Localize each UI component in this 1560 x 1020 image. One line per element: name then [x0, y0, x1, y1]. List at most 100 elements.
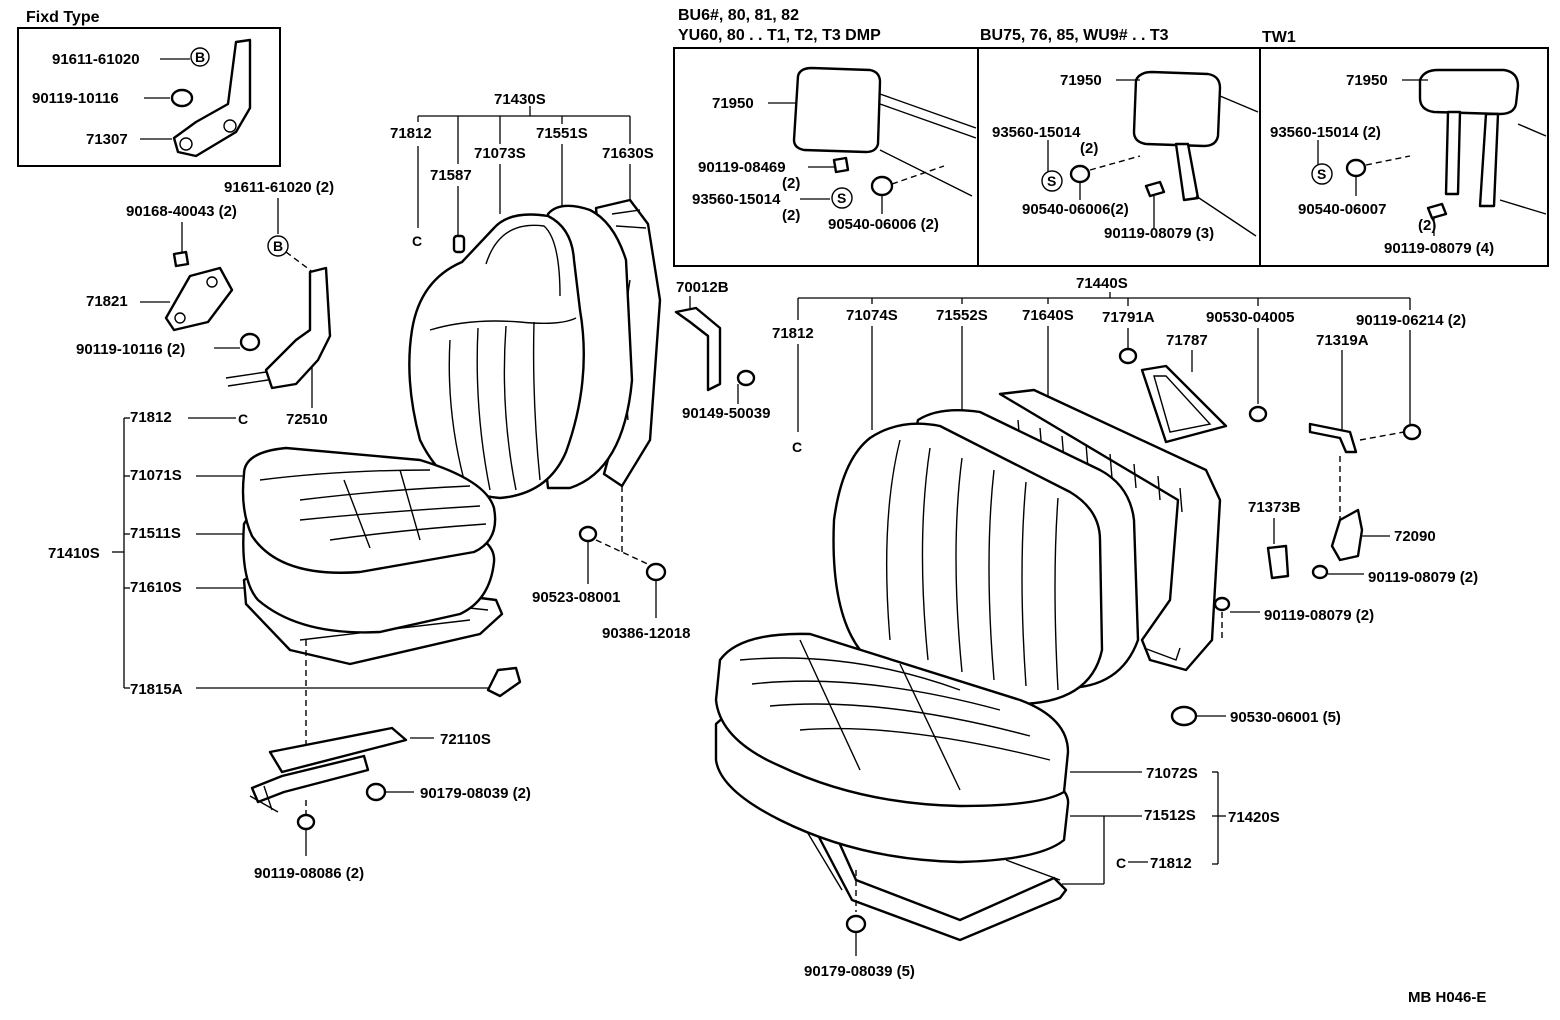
- tw1-nut-label: 90540-06007: [1298, 201, 1386, 218]
- left-slide-rail: 72110S 90179-08039 (2) 90119-08086 (2) 7…: [249, 279, 770, 882]
- screw-icon: [1311, 564, 1329, 580]
- label-90119-06214: 90119-06214 (2): [1356, 312, 1466, 329]
- label-71074s: 71074S: [846, 307, 898, 324]
- bench-seat: 71440S 71812 C 71074S 71552S 71640S 7179…: [714, 275, 1478, 980]
- label-90179-08039-left: 90179-08039 (2): [420, 785, 531, 802]
- label-71821: 71821: [86, 293, 128, 310]
- left-seat-cushion: 71410S 71812 C 71071S 71511S 71610S 7181…: [48, 409, 522, 760]
- label-71640s: 71640S: [1022, 307, 1074, 324]
- fixed-type-title: Fixd Type: [26, 9, 100, 26]
- nut-icon: [645, 562, 667, 582]
- seat-rail-icon: [268, 726, 408, 774]
- bu75-screw-label: 90119-08079 (3): [1104, 225, 1214, 242]
- label-72090: 72090: [1394, 528, 1436, 545]
- clip-mark-icon: C: [1116, 855, 1126, 871]
- label-71440s: 71440S: [1076, 275, 1128, 292]
- tw1-nut-qty: (2): [1418, 217, 1436, 234]
- bench-cushion-cover-icon: [714, 632, 1070, 808]
- bracket-70012b-icon: [674, 306, 722, 392]
- nut-icon: [1069, 164, 1091, 184]
- bu6-s-qty: (2): [782, 207, 800, 224]
- screw-icon: [832, 156, 850, 174]
- label-90119-08086: 90119-08086 (2): [254, 865, 364, 882]
- screw-icon: [239, 332, 261, 352]
- nut-icon: [1248, 405, 1268, 423]
- bu6-nut-label: 90540-06006 (2): [828, 216, 939, 233]
- label-90149-50039: 90149-50039: [682, 405, 770, 422]
- label-90168: 90168-40043 (2): [126, 203, 237, 220]
- fixed-type-inset: Fixd Type 91611-61020 B 90119-10116 7130…: [17, 9, 281, 167]
- label-71420s: 71420S: [1228, 809, 1280, 826]
- bu6-s-label: 93560-15014: [692, 191, 781, 208]
- label-90179-08039-bench: 90179-08039 (5): [804, 963, 915, 980]
- label-71073s: 71073S: [474, 145, 526, 162]
- bench-back-frame-icon: [998, 388, 1222, 672]
- screw-icon: [1426, 202, 1448, 220]
- clip-mark-icon: C: [412, 233, 422, 249]
- bolt-icon: [1402, 423, 1422, 441]
- bracket-72090-icon: [1330, 508, 1364, 562]
- label-71815a: 71815A: [130, 681, 183, 698]
- bu75-title: BU75, 76, 85, WU9# . . T3: [980, 27, 1169, 44]
- headrest-icon: [1418, 68, 1520, 116]
- label-72510: 72510: [286, 411, 328, 428]
- bu6-title-2: YU60, 80 . . T1, T2, T3 DMP: [678, 27, 881, 44]
- headrest-inset-frame: [673, 47, 1549, 267]
- screw-mark-icon: [1041, 170, 1063, 192]
- headrest-icon: [1132, 70, 1222, 148]
- bushing-icon: [1170, 705, 1198, 727]
- label-71812-bench: 71812: [772, 325, 814, 342]
- label-90530-06001: 90530-06001 (5): [1230, 709, 1341, 726]
- fixed-type-frame: [17, 27, 281, 167]
- nut-icon: [1345, 158, 1367, 178]
- s-mark-text: S: [1317, 166, 1326, 182]
- bu6-screw-label: 90119-08469: [698, 159, 786, 176]
- bolt-icon: [736, 369, 756, 387]
- label-71812-bench-seat: 71812: [1150, 855, 1192, 872]
- label-70012b: 70012B: [676, 279, 729, 296]
- drawing-code: MB H046-E: [1408, 989, 1486, 1006]
- s-mark-text: S: [837, 190, 846, 206]
- fixed-screw-label: 90119-10116: [32, 90, 119, 107]
- bolt-mark-icon: [190, 47, 210, 67]
- headrest-insets: BU6#, 80, 81, 82 YU60, 80 . . T1, T2, T3…: [673, 7, 1549, 267]
- bolt-mark-text: B: [195, 49, 205, 65]
- label-71410s: 71410S: [48, 545, 100, 562]
- label-71430s: 71430S: [494, 91, 546, 108]
- nut-icon: [1118, 347, 1138, 365]
- label-90386-12018: 90386-12018: [602, 625, 690, 642]
- label-71787: 71787: [1166, 332, 1208, 349]
- bolt-mark-icon: [267, 235, 289, 257]
- left-bracket-group: 91611-61020 (2) B 90168-40043 (2) 71821 …: [76, 179, 334, 428]
- label-71071s: 71071S: [130, 467, 182, 484]
- bu6-title-1: BU6#, 80, 81, 82: [678, 7, 799, 24]
- label-71373b: 71373B: [1248, 499, 1301, 516]
- label-71610s: 71610S: [130, 579, 182, 596]
- bracket-71373b-icon: [1266, 544, 1290, 580]
- bu6-screw-qty: (2): [782, 175, 800, 192]
- label-90119-08079-b: 90119-08079 (2): [1264, 607, 1374, 624]
- tw1-headrest-label: 71950: [1346, 72, 1388, 89]
- clip-icon: [452, 234, 466, 254]
- label-71812-back: 71812: [390, 125, 432, 142]
- nut-icon: [365, 782, 387, 802]
- cushion-cover-icon: [241, 446, 497, 574]
- fixed-bracket-label: 71307: [86, 131, 128, 148]
- label-71791a: 71791A: [1102, 309, 1155, 326]
- screw-icon: [1144, 180, 1166, 198]
- clip-mark-icon: C: [238, 411, 248, 427]
- label-90530-04005: 90530-04005: [1206, 309, 1294, 326]
- label-71812-seat: 71812: [130, 409, 172, 426]
- label-71552s: 71552S: [936, 307, 988, 324]
- bracket-71821-icon: [164, 266, 234, 332]
- label-71630s: 71630S: [602, 145, 654, 162]
- b-mark-text: B: [273, 238, 283, 254]
- label-90523-08001: 90523-08001: [532, 589, 620, 606]
- clip-mark-icon: C: [792, 439, 802, 455]
- label-71551s: 71551S: [536, 125, 588, 142]
- nut-icon: [870, 175, 894, 197]
- nut-icon: [845, 914, 867, 934]
- label-72110s: 72110S: [440, 731, 491, 748]
- cover-71815a-icon: [486, 666, 522, 698]
